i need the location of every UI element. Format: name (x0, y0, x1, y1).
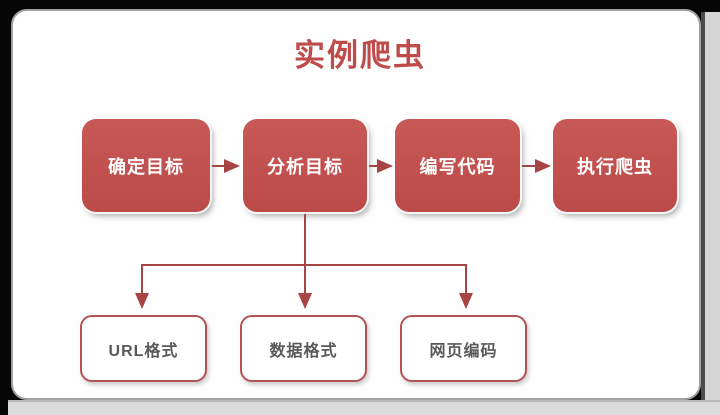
step-run-crawler: 执行爬虫 (553, 119, 677, 212)
step-define-target: 确定目标 (82, 119, 210, 212)
page-title: 实例爬虫 (294, 38, 426, 73)
card-shadow-right (701, 12, 720, 415)
branch-page-encoding: 网页编码 (400, 315, 527, 382)
card-shadow-bottom (8, 400, 720, 415)
step-label: 分析目标 (267, 156, 343, 177)
step-label: 执行爬虫 (577, 156, 653, 177)
branch-data-format: 数据格式 (240, 315, 367, 382)
step-analyze-target: 分析目标 (243, 119, 367, 212)
branch-label: 数据格式 (269, 342, 338, 360)
branch-url-format: URL格式 (80, 315, 207, 382)
step-write-code: 编写代码 (395, 119, 520, 212)
branch-label: URL格式 (108, 342, 179, 360)
step-label: 确定目标 (108, 156, 184, 177)
branch-label: 网页编码 (429, 342, 498, 360)
step-label: 编写代码 (419, 156, 496, 177)
